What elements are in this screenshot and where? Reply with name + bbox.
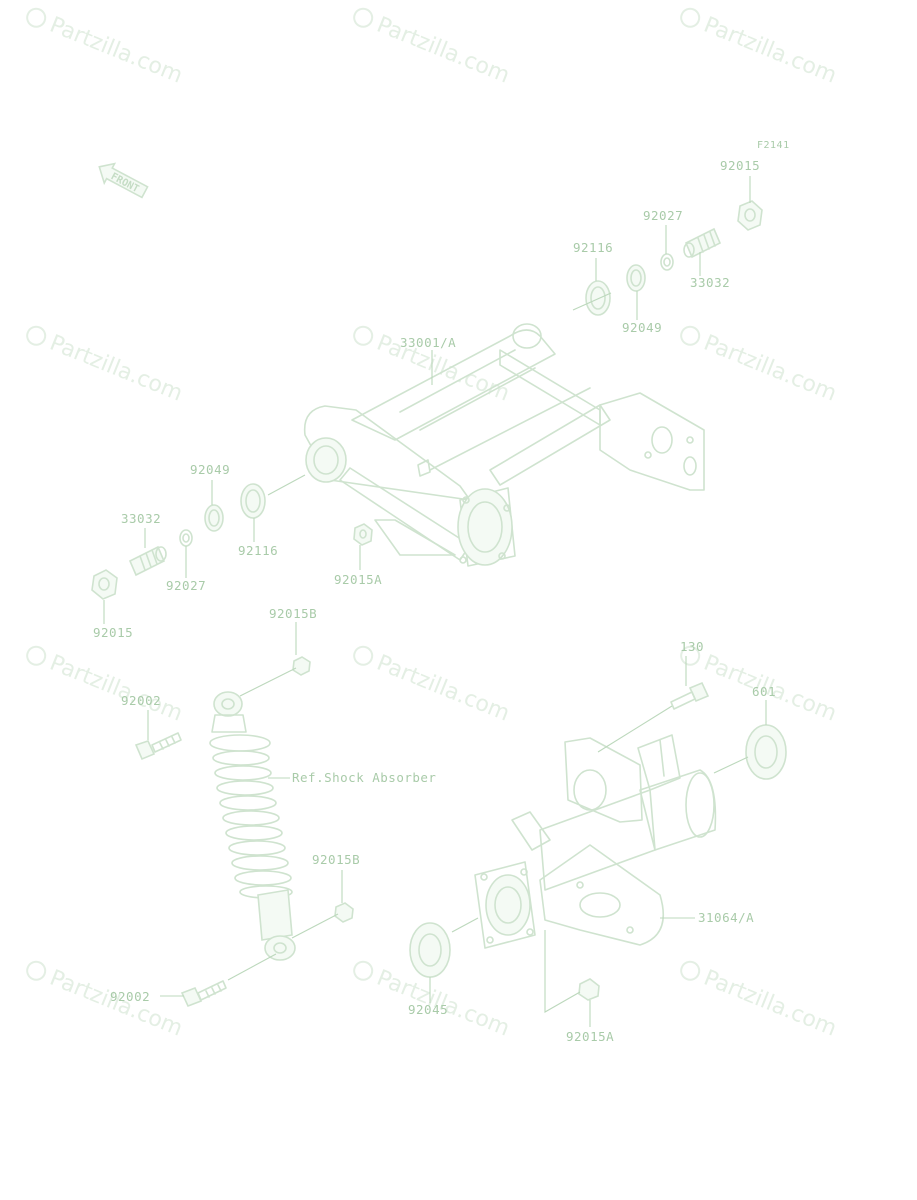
callout-92045: 92045 bbox=[408, 1002, 448, 1017]
callout-92116: 92116 bbox=[573, 240, 613, 255]
seal-92049-right bbox=[626, 264, 646, 292]
bearing-92045 bbox=[409, 922, 451, 978]
watermark-text: Partzilla.com bbox=[373, 651, 513, 727]
callout-92015a: 92015A bbox=[334, 572, 382, 587]
front-arrow-icon: FRONT bbox=[98, 162, 149, 199]
nut-92015a-low bbox=[578, 978, 600, 1001]
watermark-text: Partzilla.com bbox=[46, 651, 186, 727]
figure-id: F2141 bbox=[757, 140, 790, 151]
watermark: Partzilla.com bbox=[353, 7, 513, 89]
callout-92116-left: 92116 bbox=[238, 543, 278, 558]
callouts: 92015 92027 92116 33032 92049 33001/A 92… bbox=[93, 158, 776, 1044]
axle-housing bbox=[474, 734, 717, 949]
pivot-shaft-33032-left bbox=[128, 545, 167, 577]
watermark-text: Partzilla.com bbox=[46, 13, 186, 89]
watermark: Partzilla.com bbox=[680, 7, 840, 89]
callout-92002-low: 92002 bbox=[110, 989, 150, 1004]
bolt-92002-low bbox=[180, 980, 227, 1008]
watermark: Partzilla.com bbox=[680, 960, 840, 1042]
swingarm bbox=[303, 323, 705, 567]
nut-92015-left bbox=[91, 569, 118, 600]
nut-92015b-top bbox=[292, 656, 311, 676]
shock-absorber bbox=[209, 691, 296, 961]
washer-92027-right bbox=[660, 253, 674, 271]
watermark-text: Partzilla.com bbox=[700, 331, 840, 407]
callout-33001-a: 33001/A bbox=[400, 335, 456, 350]
nut-92015a-mid bbox=[353, 523, 373, 546]
callout-92049-left: 92049 bbox=[190, 462, 230, 477]
bolt-130 bbox=[670, 681, 710, 710]
nut-92015b-low bbox=[334, 902, 354, 923]
callout-92027: 92027 bbox=[643, 208, 683, 223]
watermark: Partzilla.com bbox=[353, 645, 513, 727]
seal-92049-left bbox=[204, 504, 224, 532]
callout-31064-a: 31064/A bbox=[698, 910, 754, 925]
callout-601: 601 bbox=[752, 684, 776, 699]
watermark: Partzilla.com bbox=[26, 325, 186, 407]
callout-92015a-low: 92015A bbox=[566, 1029, 614, 1044]
bearing-92116-left bbox=[240, 483, 266, 519]
callout-92015-left: 92015 bbox=[93, 625, 133, 640]
callout-92015b: 92015B bbox=[269, 606, 317, 621]
watermark-text: Partzilla.com bbox=[46, 331, 186, 407]
watermark: Partzilla.com bbox=[26, 960, 186, 1042]
leader-lines bbox=[103, 176, 767, 1027]
callout-92027-left: 92027 bbox=[166, 578, 206, 593]
watermark: Partzilla.com bbox=[680, 325, 840, 407]
bearing-601 bbox=[745, 724, 787, 780]
callout-ref-shock-absorber: Ref.Shock Absorber bbox=[292, 770, 436, 785]
callout-33032-left: 33032 bbox=[121, 511, 161, 526]
nut-92015-right bbox=[737, 200, 763, 231]
washer-92027-left bbox=[179, 529, 193, 547]
watermark-text: Partzilla.com bbox=[700, 966, 840, 1042]
callout-33032: 33032 bbox=[690, 275, 730, 290]
watermark: Partzilla.com bbox=[26, 7, 186, 89]
callout-130: 130 bbox=[680, 639, 704, 654]
watermark-text: Partzilla.com bbox=[373, 13, 513, 89]
callout-92015b-low: 92015B bbox=[312, 852, 360, 867]
pivot-shaft-33032-right bbox=[683, 227, 722, 259]
bearing-92116-right bbox=[585, 280, 611, 316]
callout-92049: 92049 bbox=[622, 320, 662, 335]
watermark: Partzilla.com bbox=[26, 645, 186, 727]
callout-92015: 92015 bbox=[720, 158, 760, 173]
callout-92002: 92002 bbox=[121, 693, 161, 708]
bolt-92002-top bbox=[134, 732, 182, 761]
watermark-text: Partzilla.com bbox=[700, 13, 840, 89]
